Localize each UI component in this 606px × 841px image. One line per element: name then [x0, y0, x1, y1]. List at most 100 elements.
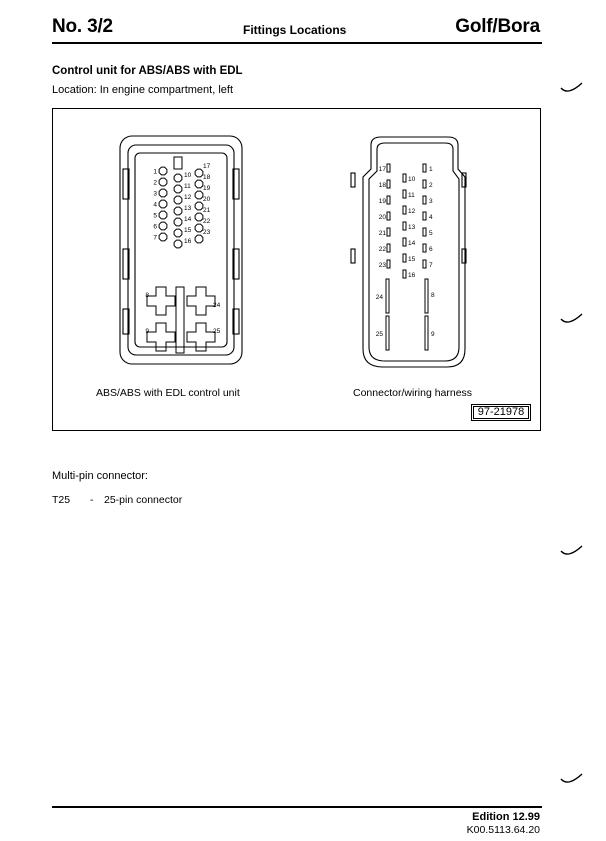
page-title: Fittings Locations: [243, 23, 347, 37]
control-unit-caption: ABS/ABS with EDL control unit: [96, 387, 240, 399]
pin-25: [385, 315, 390, 351]
pin-label: 16: [184, 238, 192, 245]
pin-13: [173, 206, 183, 216]
footer-rule: [52, 806, 542, 808]
pin-20: [194, 201, 204, 211]
pin-label: 14: [184, 216, 192, 223]
page-number: No. 3/2: [52, 16, 113, 37]
pin-11: [402, 189, 407, 199]
pin-16: [402, 269, 407, 279]
pin-label: 22: [203, 218, 211, 225]
pin-19: [386, 195, 391, 205]
pin-21: [194, 212, 204, 222]
pin-label: 10: [184, 172, 192, 179]
pin-23: [194, 234, 204, 244]
pin-label: 22: [379, 246, 387, 253]
vehicle-model: Golf/Bora: [455, 16, 540, 37]
pin-label: 5: [153, 213, 157, 220]
pin-label: 1: [429, 166, 433, 173]
check-mark-icon: [560, 313, 583, 323]
pin-label: 9: [145, 328, 149, 335]
pin-label: 20: [379, 214, 387, 221]
pin-label: 10: [408, 176, 416, 183]
pin-label: 19: [203, 185, 211, 192]
pin-6: [422, 243, 427, 253]
pin-label: 12: [408, 208, 416, 215]
pin-17: [194, 168, 204, 178]
document-code: K00.5113.64.20: [466, 824, 540, 836]
control-unit-connector: [119, 135, 243, 365]
pin-label: 3: [153, 191, 157, 198]
pin-label: 18: [203, 174, 211, 181]
pin-4: [158, 199, 168, 209]
pin-label: 21: [203, 207, 211, 214]
pin-4: [422, 211, 427, 221]
multipin-code: T25: [52, 494, 71, 506]
pin-2: [422, 179, 427, 189]
pin-3: [158, 188, 168, 198]
pin-15: [173, 228, 183, 238]
pin-label: 11: [184, 183, 191, 190]
pin-1: [158, 166, 168, 176]
pin-label: 8: [145, 292, 149, 299]
pin-label: 6: [153, 224, 157, 231]
pin-24: [186, 286, 216, 316]
pin-23: [386, 259, 391, 269]
pin-label: 2: [429, 182, 433, 189]
pin-label: 8: [431, 292, 435, 299]
pin-14: [402, 237, 407, 247]
pin-label: 25: [213, 328, 221, 335]
pin-24: [385, 278, 390, 314]
pin-9: [424, 315, 429, 351]
pin-5: [158, 210, 168, 220]
pin-13: [402, 221, 407, 231]
pin-label: 4: [153, 202, 157, 209]
pin-8: [146, 286, 176, 316]
pin-21: [386, 227, 391, 237]
pin-9: [146, 322, 176, 352]
check-mark-icon: [560, 545, 583, 555]
check-mark-icon: [560, 773, 583, 783]
pin-label: 23: [379, 262, 387, 269]
center-divider: [175, 286, 185, 354]
pin-10: [173, 173, 183, 183]
pin-label: 20: [203, 196, 211, 203]
pin-label: 15: [184, 227, 192, 234]
section-title: Control unit for ABS/ABS with EDL: [52, 65, 243, 77]
pin-5: [422, 227, 427, 237]
pin-label: 18: [379, 182, 387, 189]
pin-label: 13: [408, 224, 416, 231]
pin-label: 12: [184, 194, 192, 201]
pin-18: [386, 179, 391, 189]
pin-label: 2: [153, 180, 157, 187]
section-location: Location: In engine compartment, left: [52, 84, 233, 96]
pin-20: [386, 211, 391, 221]
pin-14: [173, 217, 183, 227]
pin-label: 25: [376, 331, 384, 338]
pin-7: [158, 232, 168, 242]
pin-16: [173, 239, 183, 249]
header-rule: [52, 42, 542, 44]
pin-label: 17: [203, 163, 211, 170]
pin-label: 6: [429, 246, 433, 253]
pin-label: 14: [408, 240, 416, 247]
pin-19: [194, 190, 204, 200]
multipin-dash: -: [90, 494, 94, 506]
figure-reference: 97-21978: [471, 404, 531, 421]
pin-label: 16: [408, 272, 416, 279]
pin-label: 24: [376, 294, 384, 301]
pin-15: [402, 253, 407, 263]
pin-12: [402, 205, 407, 215]
multipin-title: Multi-pin connector:: [52, 470, 148, 482]
pin-label: 13: [184, 205, 192, 212]
pin-label: 15: [408, 256, 416, 263]
pin-label: 11: [408, 192, 415, 199]
pin-label: 17: [379, 166, 387, 173]
pin-25: [186, 322, 216, 352]
pin-label: 7: [153, 235, 157, 242]
pin-label: 21: [379, 230, 387, 237]
pin-label: 24: [213, 302, 221, 309]
pin-10: [402, 173, 407, 183]
pin-3: [422, 195, 427, 205]
